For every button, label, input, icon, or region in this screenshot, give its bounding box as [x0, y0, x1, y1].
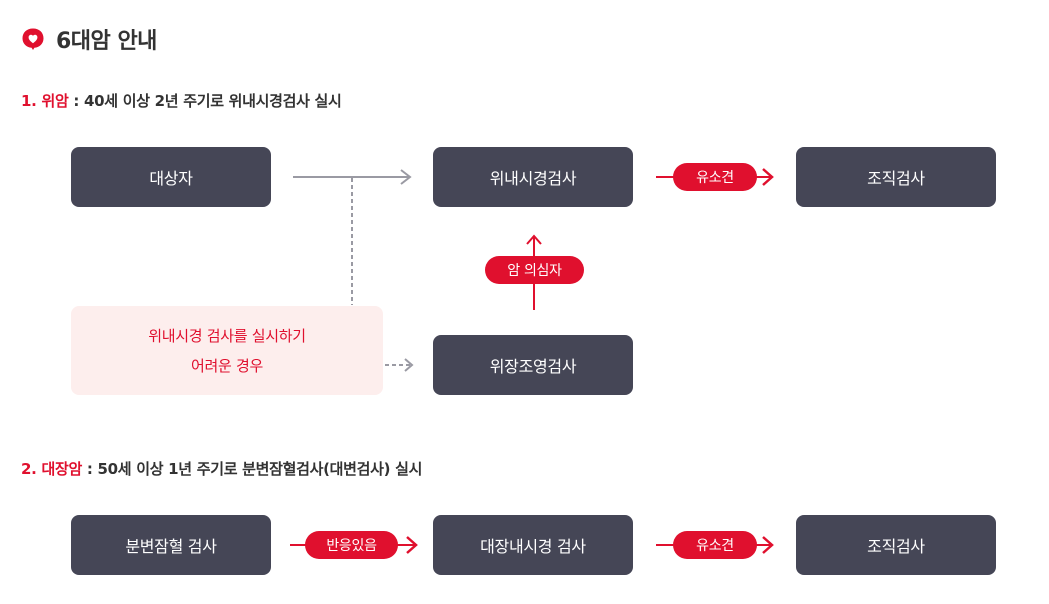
arrowhead-subject-to-endoscopy — [400, 169, 412, 185]
page-header: 6대암 안내 — [21, 24, 157, 54]
box-gastroscopy: 위내시경검사 — [433, 147, 633, 207]
box-biopsy-colon: 조직검사 — [796, 515, 996, 575]
arrowhead-note-to-ugi — [404, 358, 414, 372]
note-line-2: 어려운 경우 — [191, 356, 263, 375]
box-colonoscopy: 대장내시경 검사 — [433, 515, 633, 575]
section-heading-stomach: 1. 위암 : 40세 이상 2년 주기로 위내시경검사 실시 — [21, 90, 342, 111]
arrowhead-endoscopy-to-biopsy — [762, 168, 774, 186]
section-desc-colon: : 50세 이상 1년 주기로 분변잠혈검사(대변검사) 실시 — [81, 460, 423, 478]
speech-heart-icon — [22, 28, 44, 50]
arrowhead-fobt-to-colonoscopy — [406, 536, 418, 554]
box-biopsy-stomach: 조직검사 — [796, 147, 996, 207]
pill-positive-reaction: 반응있음 — [305, 531, 398, 559]
section-name-stomach: 1. 위암 — [21, 92, 69, 110]
page-title: 6대암 안내 — [56, 29, 157, 54]
pill-findings-stomach: 유소견 — [673, 163, 757, 191]
box-fobt: 분변잠혈 검사 — [71, 515, 271, 575]
section-desc-stomach: : 40세 이상 2년 주기로 위내시경검사 실시 — [68, 92, 342, 110]
arrowhead-colonoscopy-to-biopsy — [762, 536, 774, 554]
note-line-1: 위내시경 검사를 실시하기 — [148, 326, 306, 345]
box-subject: 대상자 — [71, 147, 271, 207]
section-heading-colon: 2. 대장암 : 50세 이상 1년 주기로 분변잠혈검사(대변검사) 실시 — [21, 458, 422, 479]
pill-findings-colon: 유소견 — [673, 531, 757, 559]
arrowhead-ugi-to-endoscopy — [526, 234, 542, 245]
section-name-colon: 2. 대장암 — [21, 460, 82, 478]
box-upper-gi-series: 위장조영검사 — [433, 335, 633, 395]
pill-cancer-suspect: 암 의심자 — [485, 256, 584, 284]
note-endoscopy-difficult: 위내시경 검사를 실시하기 어려운 경우 — [71, 306, 383, 395]
